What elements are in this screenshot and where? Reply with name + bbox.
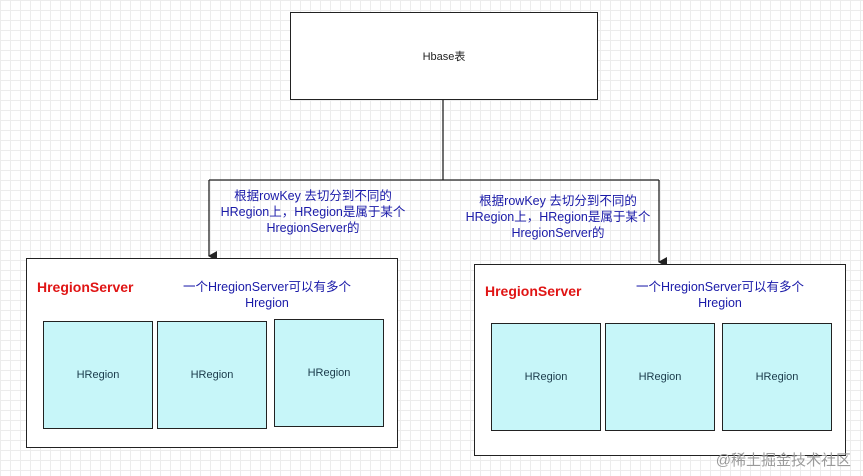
hregion-box: HRegion	[274, 319, 384, 427]
region-server-left: HregionServer 一个HregionServer可以有多个 Hregi…	[26, 258, 398, 448]
region-server-right: HregionServer 一个HregionServer可以有多个 Hregi…	[474, 264, 846, 456]
server-note-line: 一个HregionServer可以有多个	[182, 280, 352, 294]
right-note-line: HRegion上，HRegion是属于某个	[465, 210, 651, 224]
server-note-line: Hregion	[698, 296, 742, 310]
hregion-box: HRegion	[722, 323, 832, 431]
hregion-box: HRegion	[491, 323, 601, 431]
hregion-label: HRegion	[76, 369, 120, 381]
right-note-line: HregionServer的	[511, 226, 605, 240]
watermark: @稀土掘金技术社区	[715, 452, 851, 469]
left-note-line: HRegion上，HRegion是属于某个	[220, 205, 406, 219]
hregion-box: HRegion	[157, 321, 267, 429]
left-arrow-note: 根据rowKey 去切分到不同的 HRegion上，HRegion是属于某个 H…	[218, 188, 408, 236]
region-server-title: HregionServer	[485, 283, 582, 299]
hregion-label: HRegion	[190, 369, 234, 381]
hbase-table-label: Hbase表	[422, 51, 466, 63]
region-server-title: HregionServer	[37, 279, 134, 295]
server-note-line: Hregion	[245, 296, 289, 310]
region-server-note: 一个HregionServer可以有多个 Hregion	[615, 279, 825, 311]
left-note-line: 根据rowKey 去切分到不同的	[234, 189, 392, 203]
hregion-label: HRegion	[307, 367, 351, 379]
hregion-box: HRegion	[605, 323, 715, 431]
hregion-label: HRegion	[755, 371, 799, 383]
left-note-line: HregionServer的	[266, 221, 360, 235]
server-note-line: 一个HregionServer可以有多个	[635, 280, 805, 294]
hregion-label: HRegion	[638, 371, 682, 383]
hbase-table-box: Hbase表	[290, 12, 598, 100]
hregion-label: HRegion	[524, 371, 568, 383]
region-server-note: 一个HregionServer可以有多个 Hregion	[167, 279, 367, 311]
right-note-line: 根据rowKey 去切分到不同的	[479, 194, 637, 208]
hregion-box: HRegion	[43, 321, 153, 429]
right-arrow-note: 根据rowKey 去切分到不同的 HRegion上，HRegion是属于某个 H…	[458, 193, 658, 241]
